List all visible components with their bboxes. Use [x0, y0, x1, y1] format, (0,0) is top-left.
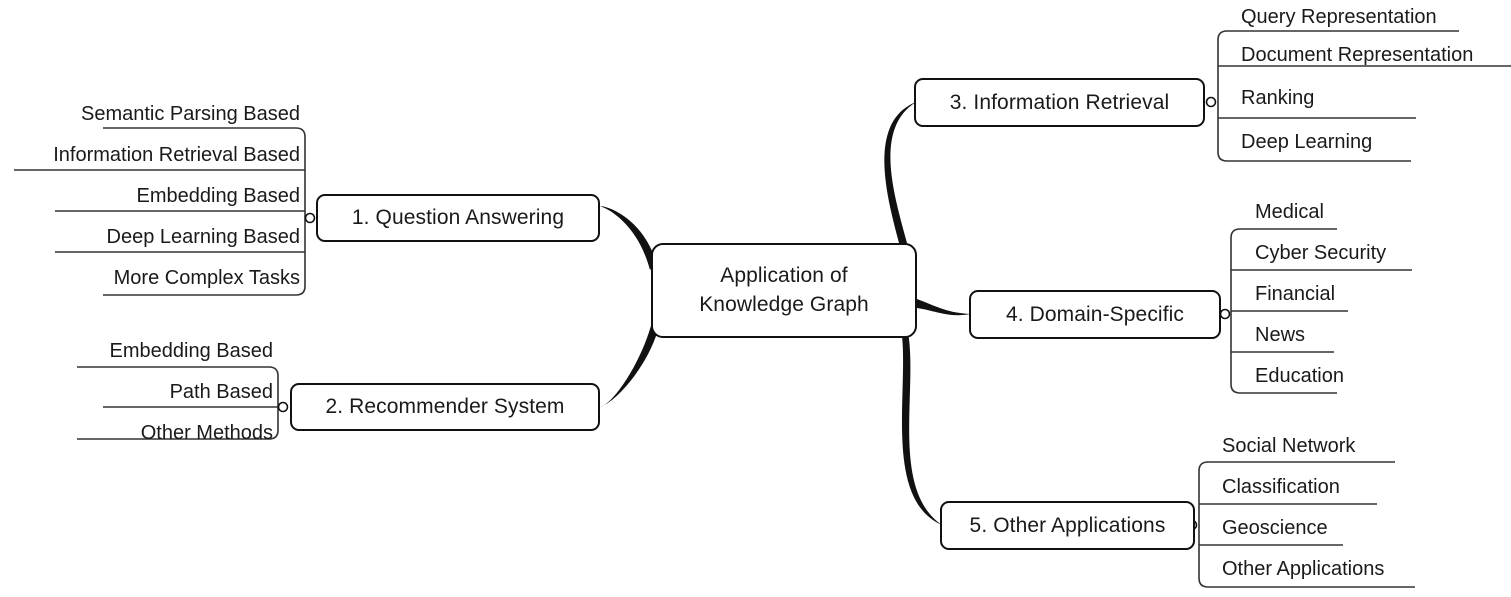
leaf-item[interactable]: Other Methods: [140, 422, 273, 444]
branch-node-domain-specific[interactable]: 4. Domain-Specific: [969, 290, 1221, 339]
branch-node-label: 3. Information Retrieval: [949, 90, 1170, 114]
root-label-line2: Knowledge Graph: [699, 292, 869, 316]
leaf-item[interactable]: Deep Learning: [1241, 131, 1373, 153]
leaf-item[interactable]: Ranking: [1241, 87, 1315, 109]
leaf-item[interactable]: News: [1255, 324, 1306, 346]
leaf-item[interactable]: Financial: [1255, 283, 1336, 305]
root-node[interactable]: Application of Knowledge Graph: [651, 243, 917, 338]
leaf-item[interactable]: Embedding Based: [136, 185, 300, 207]
leaf-item[interactable]: Path Based: [169, 381, 273, 403]
leaf-item[interactable]: Cyber Security: [1255, 242, 1387, 264]
branch-node-label: 5. Other Applications: [969, 513, 1166, 537]
branch-node-label: 2. Recommender System: [325, 395, 565, 418]
leaf-item[interactable]: Information Retrieval Based: [53, 144, 300, 166]
branch-node-label: 4. Domain-Specific: [1005, 302, 1185, 326]
branch-node-label: 1. Question Answering: [351, 206, 565, 229]
leaf-item[interactable]: Embedding Based: [109, 340, 273, 362]
leaf-item[interactable]: Social Network: [1222, 435, 1356, 457]
leaf-item[interactable]: Semantic Parsing Based: [80, 103, 300, 125]
leaf-item[interactable]: Other Applications: [1222, 558, 1385, 580]
leaf-item[interactable]: More Complex Tasks: [113, 267, 300, 289]
branch-node-other-applications[interactable]: 5. Other Applications: [940, 501, 1195, 550]
leaf-item[interactable]: Education: [1255, 365, 1344, 387]
leaf-item[interactable]: Medical: [1255, 201, 1324, 223]
branch-node-information-retrieval[interactable]: 3. Information Retrieval: [914, 78, 1205, 127]
branch-node-recommender-system[interactable]: 2. Recommender System: [290, 383, 600, 431]
leaf-item[interactable]: Classification: [1222, 476, 1340, 498]
branch-node-question-answering[interactable]: 1. Question Answering: [316, 194, 600, 242]
leaf-item[interactable]: Query Representation: [1241, 6, 1437, 28]
leaf-item[interactable]: Document Representation: [1241, 44, 1474, 66]
leaf-item[interactable]: Geoscience: [1222, 517, 1328, 539]
leaf-item[interactable]: Deep Learning Based: [106, 226, 300, 248]
root-label-line1: Application of: [720, 264, 848, 288]
